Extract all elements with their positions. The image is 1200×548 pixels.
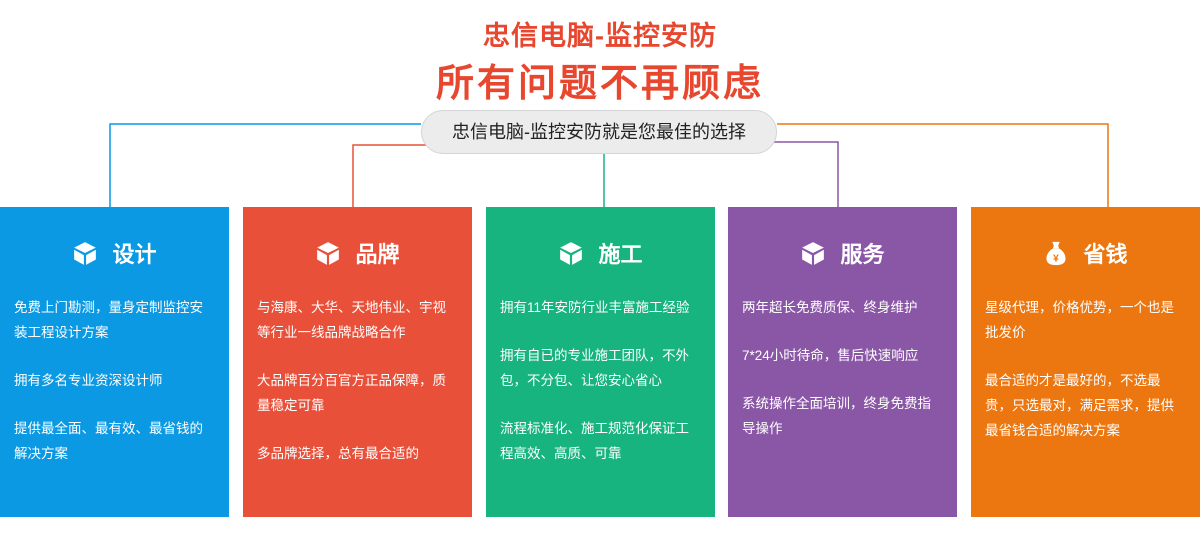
card-item: 提供最全面、最有效、最省钱的解决方案 [14, 421, 203, 461]
cube-icon [74, 242, 97, 265]
card-item: 与海康、大华、天地伟业、宇视等行业一线品牌战略合作 [257, 300, 446, 340]
card-title: 品牌 [355, 242, 400, 267]
card-item: 拥有多名专业资深设计师 [14, 373, 163, 388]
headline-line1: 忠信电脑-监控安防 [483, 21, 717, 51]
card-header: 服务 [728, 235, 957, 271]
card-item: 系统操作全面培训，终身免费指导操作 [742, 396, 931, 436]
card-body: 拥有11年安防行业丰富施工经验 拥有自已的专业施工团队，不外包，不分包、让您安心… [500, 295, 701, 489]
card-title: 省钱 [1083, 242, 1128, 267]
card-header: ¥ 省钱 [971, 235, 1200, 271]
svg-text:¥: ¥ [1054, 253, 1060, 264]
card-item: 拥有自已的专业施工团队，不外包，不分包、让您安心省心 [500, 348, 689, 388]
headline-line2: 所有问题不再顾虑 [435, 63, 764, 105]
card-item: 多品牌选择，总有最合适的 [257, 446, 419, 461]
card-item: 大品牌百分百官方正品保障，质量稳定可靠 [257, 373, 446, 413]
money-bag-icon: ¥ [1046, 241, 1066, 266]
card-item: 两年超长免费质保、终身维护 [742, 300, 918, 315]
card-item: 7*24小时待命，售后快速响应 [742, 348, 919, 363]
connector-service [768, 141, 839, 207]
cube-icon [560, 242, 583, 265]
connector-savings [777, 123, 1109, 207]
card-service: 服务 两年超长免费质保、终身维护 7*24小时待命，售后快速响应 系统操作全面培… [728, 207, 957, 517]
card-header: 品牌 [243, 235, 472, 271]
tagline-pill: 忠信电脑-监控安防就是您最佳的选择 [421, 110, 777, 154]
card-title: 服务 [840, 242, 885, 267]
card-item: 星级代理，价格优势，一个也是批发价 [985, 300, 1174, 340]
card-body: 免费上门勘测，量身定制监控安装工程设计方案 拥有多名专业资深设计师 提供最全面、… [14, 295, 215, 489]
cube-icon [317, 242, 340, 265]
card-construction: 施工 拥有11年安防行业丰富施工经验 拥有自已的专业施工团队，不外包，不分包、让… [486, 207, 715, 517]
card-body: 与海康、大华、天地伟业、宇视等行业一线品牌战略合作 大品牌百分百官方正品保障，质… [257, 295, 458, 489]
card-header: 设计 [0, 235, 229, 271]
card-title: 施工 [598, 242, 643, 267]
cube-icon [802, 242, 825, 265]
card-body: 两年超长免费质保、终身维护 7*24小时待命，售后快速响应 系统操作全面培训，终… [742, 295, 943, 464]
card-savings: ¥ 省钱 星级代理，价格优势，一个也是批发价 最合适的才是最好的，不选最贵，只选… [971, 207, 1200, 517]
card-item: 免费上门勘测，量身定制监控安装工程设计方案 [14, 300, 203, 340]
card-title: 设计 [112, 242, 157, 267]
card-design: 设计 免费上门勘测，量身定制监控安装工程设计方案 拥有多名专业资深设计师 提供最… [0, 207, 229, 517]
card-body: 星级代理，价格优势，一个也是批发价 最合适的才是最好的，不选最贵，只选最对，满足… [985, 295, 1186, 466]
card-header: 施工 [486, 235, 715, 271]
card-item: 最合适的才是最好的，不选最贵，只选最对，满足需求，提供最省钱合适的解决方案 [985, 373, 1174, 438]
connector-design [109, 123, 421, 207]
card-item: 流程标准化、施工规范化保证工程高效、高质、可靠 [500, 421, 689, 461]
connector-brand [352, 144, 430, 207]
card-item: 拥有11年安防行业丰富施工经验 [500, 300, 690, 315]
card-brand: 品牌 与海康、大华、天地伟业、宇视等行业一线品牌战略合作 大品牌百分百官方正品保… [243, 207, 472, 517]
